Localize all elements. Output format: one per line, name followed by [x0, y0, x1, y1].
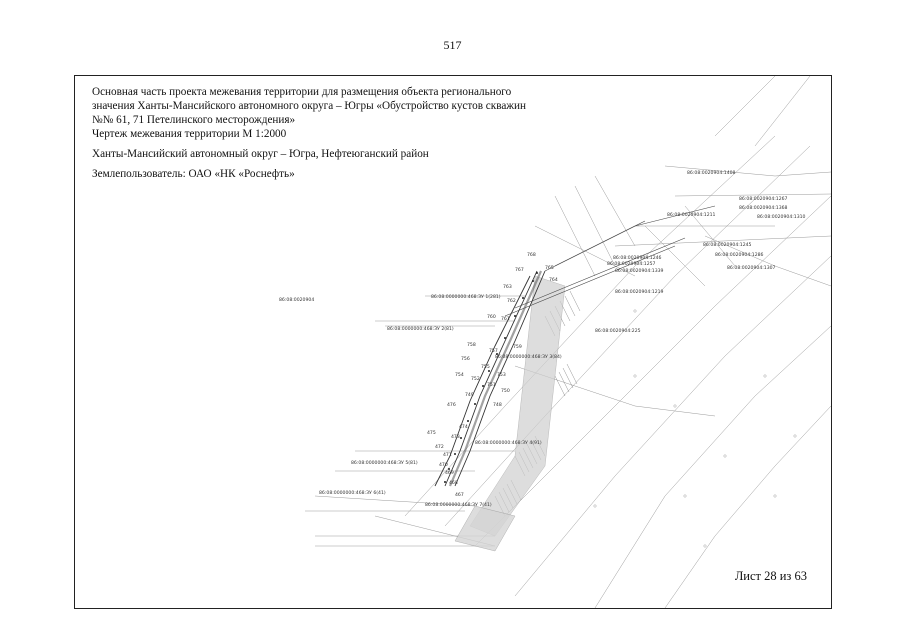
- page-number: 517: [443, 38, 462, 52]
- point-label: 762: [507, 298, 516, 304]
- point-label: 763: [503, 284, 512, 290]
- point-label: 467: [455, 492, 464, 498]
- parcel-label: 86:08:0000000:468:ЗУ 3(84): [495, 354, 562, 360]
- parcel-label: 86:08:0020904:1219: [615, 289, 664, 295]
- parcel-label: 86:08:0000000:468:ЗУ 1(281): [431, 294, 501, 300]
- point-label: 749: [465, 392, 474, 398]
- point-label: 474: [459, 424, 468, 430]
- point-label: 470: [439, 462, 448, 468]
- point-label: 760: [487, 314, 496, 320]
- point-label: 473: [451, 434, 460, 440]
- parcel-label: 86:08:0020904:1267: [739, 196, 788, 202]
- point-label: 748: [493, 402, 502, 408]
- parcel-label: 86:08:0020904:1339: [615, 268, 664, 274]
- point-label: 756: [461, 356, 470, 362]
- point-label: 765: [545, 265, 554, 271]
- drawing-frame: 86:08:0020904:1408 86:08:0020904:1267 86…: [74, 75, 832, 609]
- point-label: 768: [527, 252, 536, 258]
- sheet-number: Лист 28 из 63: [734, 569, 807, 583]
- point-label: 767: [515, 267, 524, 273]
- parcel-label: 86:08:0000000:468:ЗУ 5(81): [351, 460, 418, 466]
- parcel-label: 86:08:0000000:468:ЗУ 6(41): [319, 490, 386, 496]
- point-label: 752: [471, 376, 480, 382]
- point-label: 761: [501, 316, 510, 322]
- title-line: значения Ханты-Мансийского автономного о…: [92, 100, 527, 112]
- title-line: №№ 61, 71 Петелинского месторождения»: [92, 114, 296, 126]
- parcel-label: 86:08:0000000:468:ЗУ 2(81): [387, 326, 454, 332]
- title-line: Основная часть проекта межевания террито…: [92, 86, 512, 98]
- region-line: Ханты-Мансийский автономный округ – Югра…: [92, 148, 429, 160]
- parcel-label: 86:08:0020904:1408: [687, 170, 736, 176]
- document-header: Основная часть проекта межевания террито…: [92, 85, 652, 181]
- point-label: 468: [449, 480, 458, 486]
- point-label: 750: [501, 388, 510, 394]
- point-label: 475: [427, 430, 436, 436]
- cadastral-map: 86:08:0020904:1408 86:08:0020904:1267 86…: [279, 76, 831, 608]
- point-label: 472: [435, 444, 444, 450]
- parcel-label: 86:08:0000000:468:ЗУ 4(91): [475, 440, 542, 446]
- point-label: 471: [443, 452, 452, 458]
- parcel-label: 86:08:0020904:1307: [727, 265, 776, 271]
- point-label: 764: [549, 277, 558, 283]
- parcel-label: 86:08:0000000:468:ЗУ 7(41): [425, 502, 492, 508]
- parcel-label: 86:08:0020904:1211: [667, 212, 716, 218]
- point-label: 757: [489, 348, 498, 354]
- point-label: 476: [447, 402, 456, 408]
- point-label: 758: [467, 342, 476, 348]
- point-label: 753: [497, 372, 506, 378]
- point-label: 754: [455, 372, 464, 378]
- parcel-label: 86:08:0020904:1245: [703, 242, 752, 248]
- parcel-label: 86:08:0020904:1246: [613, 255, 662, 261]
- parcel-label: 86:08:0020904:1286: [715, 252, 764, 258]
- scale-line: Чертеж межевания территории М 1:2000: [92, 128, 287, 140]
- parcel-label: 86:08:0020904:1368: [739, 205, 788, 211]
- parcel-label: 86:08:0020904:1310: [757, 214, 806, 220]
- landuser-line: Землепользователь: ОАО «НК «Роснефть»: [92, 168, 295, 180]
- point-label: 751: [487, 382, 496, 388]
- parcel-label: 86:08:0020904:1257: [607, 261, 656, 267]
- parcel-label: 86:08:0020904:225: [595, 328, 641, 334]
- parcel-label: 86:08:0020904: [279, 297, 314, 303]
- point-label: 755: [481, 364, 490, 370]
- point-label: 469: [445, 470, 454, 476]
- point-label: 759: [513, 344, 522, 350]
